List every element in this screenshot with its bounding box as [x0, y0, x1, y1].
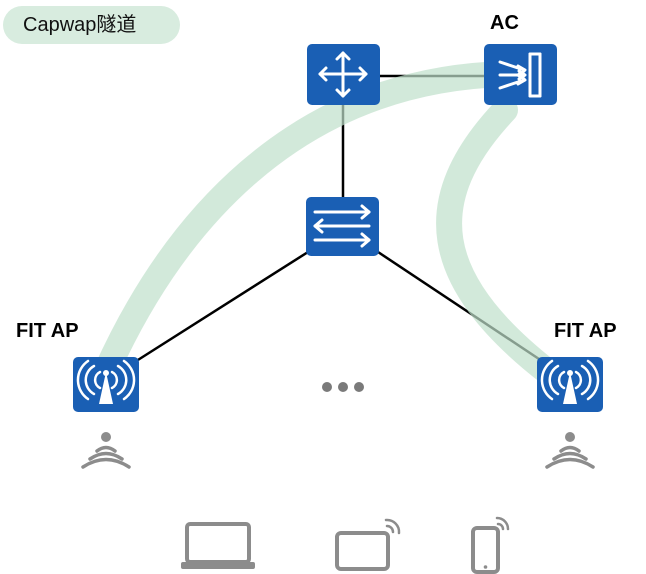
- ac-label: AC: [490, 12, 519, 34]
- capwap-tunnel-right: [436, 97, 561, 385]
- switch-icon: [306, 197, 379, 256]
- phone-icon: [471, 516, 510, 574]
- fit-ap-label-right: FIT AP: [554, 320, 617, 342]
- router-icon: [307, 44, 380, 105]
- laptop-icon: [181, 522, 255, 569]
- link-switch-ap-left: [129, 250, 309, 367]
- capwap-tunnel-left: [93, 61, 518, 385]
- more-ellipsis-icon: [322, 382, 364, 392]
- wireless-ap-icon-left: [73, 357, 139, 412]
- ac-controller-icon: [484, 44, 557, 105]
- fit-ap-label-left: FIT AP: [16, 320, 79, 342]
- capwap-tunnel-legend: Capwap隧道: [3, 6, 180, 44]
- tablet-icon: [335, 518, 401, 571]
- wifi-signal-icon-right: [545, 432, 595, 469]
- wifi-signal-icon-left: [81, 432, 131, 469]
- legend-label: Capwap隧道: [23, 14, 137, 36]
- wireless-ap-icon-right: [537, 357, 603, 412]
